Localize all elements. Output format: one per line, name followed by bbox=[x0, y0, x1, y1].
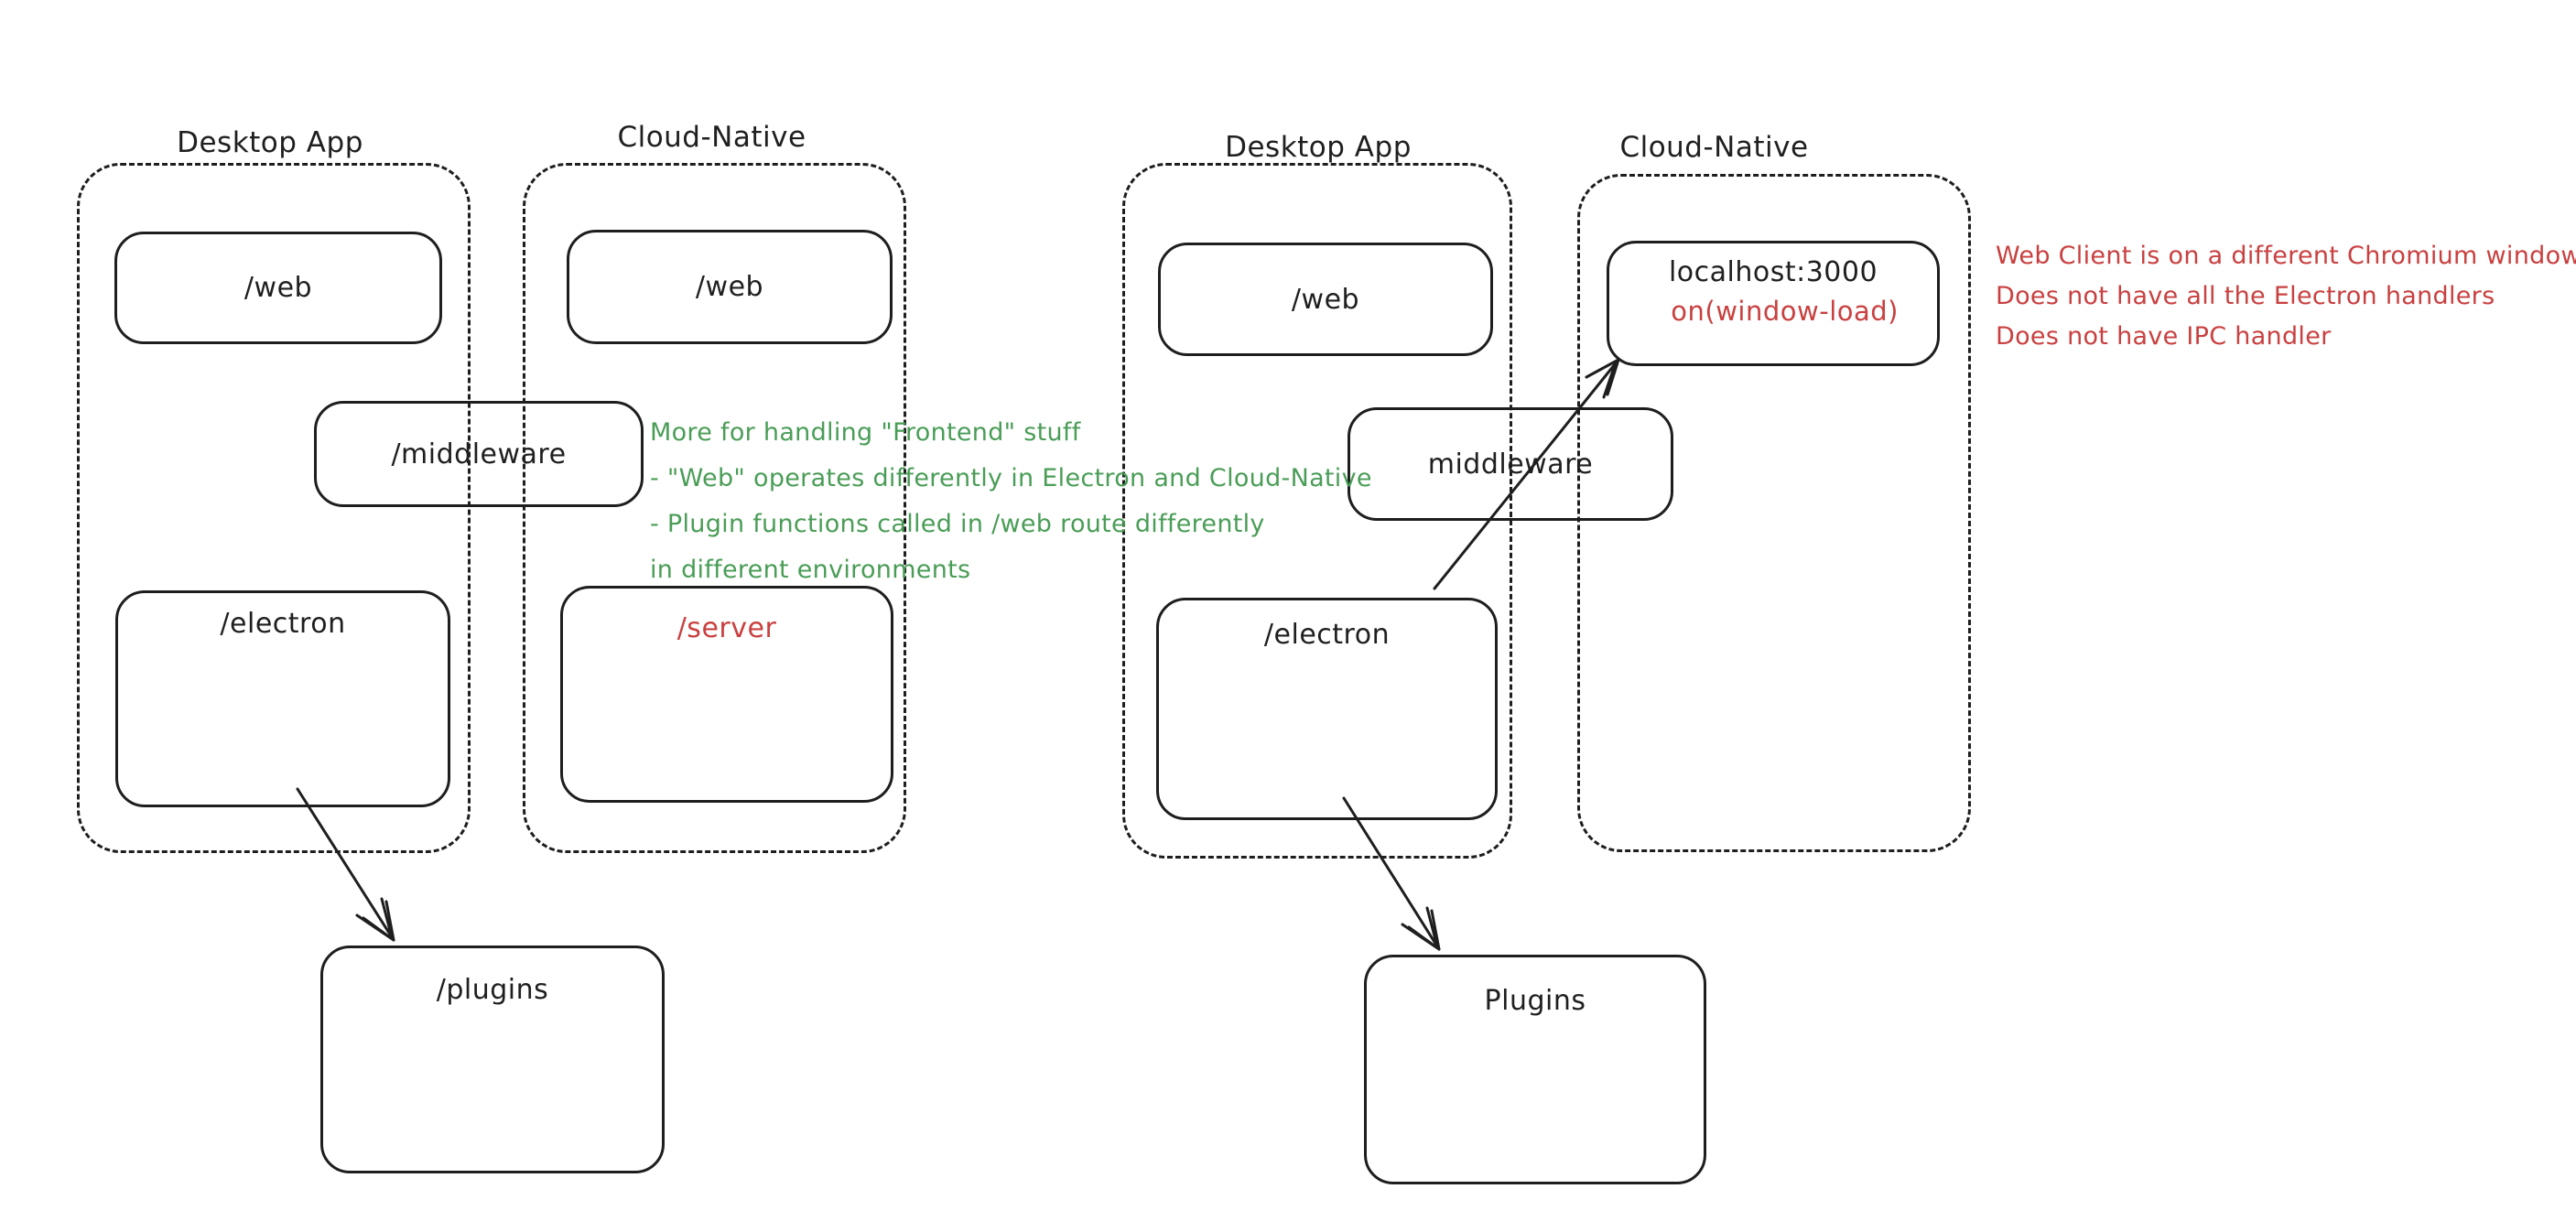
right-electron-box: /electron bbox=[1156, 598, 1498, 820]
web-client-note-line: Does not have all the Electron handlers bbox=[1996, 282, 2495, 310]
right-desktop-container-label: Desktop App bbox=[1225, 131, 1412, 164]
left-web-desktop-label: /web bbox=[244, 272, 313, 304]
left-server-box: /server bbox=[560, 586, 893, 803]
left-web-cloud-box: /web bbox=[567, 230, 893, 344]
frontend-note-line: - Plugin functions called in /web route … bbox=[650, 510, 1265, 538]
right-electron-label: /electron bbox=[1263, 619, 1391, 651]
right-localhost-box: localhost:3000 on(window-load) bbox=[1607, 241, 1940, 366]
left-plugins-box: /plugins bbox=[320, 946, 665, 1173]
web-client-note-line: Web Client is on a different Chromium wi… bbox=[1996, 242, 2576, 270]
left-middleware-label: /middleware bbox=[391, 438, 567, 470]
frontend-note-line: More for handling "Frontend" stuff bbox=[650, 418, 1081, 447]
right-cloud-container-label: Cloud-Native bbox=[1619, 131, 1809, 164]
left-cloud-container-label: Cloud-Native bbox=[617, 121, 806, 154]
right-plugins-box: Plugins bbox=[1364, 955, 1706, 1184]
right-localhost-subtitle: on(window-load) bbox=[1671, 296, 1899, 327]
frontend-note: More for handling "Frontend" stuff - "We… bbox=[650, 410, 1372, 593]
right-middleware-box: middleware bbox=[1348, 407, 1673, 521]
left-plugins-label: /plugins bbox=[436, 974, 549, 1006]
right-middleware-label: middleware bbox=[1427, 448, 1594, 481]
left-web-cloud-label: /web bbox=[695, 271, 764, 303]
left-electron-box: /electron bbox=[115, 590, 450, 807]
frontend-note-line: - "Web" operates differently in Electron… bbox=[650, 464, 1372, 492]
left-desktop-container bbox=[77, 163, 471, 853]
right-web-box: /web bbox=[1158, 243, 1493, 356]
left-cloud-container bbox=[523, 163, 906, 853]
web-client-note: Web Client is on a different Chromium wi… bbox=[1996, 236, 2576, 357]
frontend-note-line: in different environments bbox=[650, 556, 971, 584]
right-localhost-title: localhost:3000 bbox=[1668, 256, 1878, 288]
right-web-label: /web bbox=[1291, 283, 1360, 316]
left-web-desktop-box: /web bbox=[114, 232, 442, 344]
right-plugins-label: Plugins bbox=[1484, 985, 1586, 1017]
left-electron-label: /electron bbox=[220, 608, 346, 640]
left-desktop-container-label: Desktop App bbox=[177, 126, 363, 159]
left-server-label: /server bbox=[676, 612, 777, 644]
left-middleware-box: /middleware bbox=[314, 401, 644, 507]
web-client-note-line: Does not have IPC handler bbox=[1996, 322, 2332, 351]
